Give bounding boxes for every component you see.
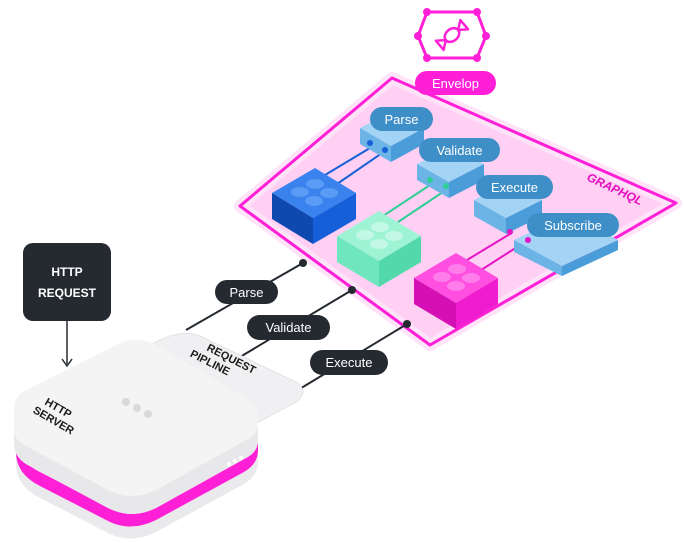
plugin-label-execute: Execute — [476, 175, 553, 199]
svg-text:Execute: Execute — [326, 355, 373, 370]
plugin-label-validate: Validate — [419, 138, 500, 162]
http-request-box: HTTP REQUEST — [23, 243, 111, 321]
envelop-badge: Envelop — [415, 71, 496, 95]
brick-magenta — [414, 253, 498, 329]
pipeline-step-execute: Execute — [310, 350, 388, 375]
plugin-label-parse: Parse — [370, 107, 433, 131]
svg-text:Validate: Validate — [265, 320, 311, 335]
http-server: HTTP SERVER — [14, 340, 258, 539]
plugin-label-subscribe: Subscribe — [527, 213, 619, 237]
svg-text:Execute: Execute — [491, 180, 538, 195]
brick-blue — [272, 168, 356, 244]
request-label-line1: HTTP — [51, 265, 82, 279]
pipeline-step-parse: Parse — [215, 280, 278, 304]
svg-text:Validate: Validate — [436, 143, 482, 158]
svg-text:Parse: Parse — [385, 112, 419, 127]
svg-text:Parse: Parse — [230, 285, 264, 300]
request-arrow-icon — [61, 321, 73, 368]
pipeline-step-validate: Validate — [247, 315, 330, 340]
envelop-badge-label: Envelop — [432, 76, 479, 91]
candy-icon — [414, 8, 490, 62]
brick-green — [337, 211, 421, 287]
plugin-connectors — [319, 147, 529, 273]
svg-text:Subscribe: Subscribe — [544, 218, 602, 233]
request-label-line2: REQUEST — [38, 286, 97, 300]
